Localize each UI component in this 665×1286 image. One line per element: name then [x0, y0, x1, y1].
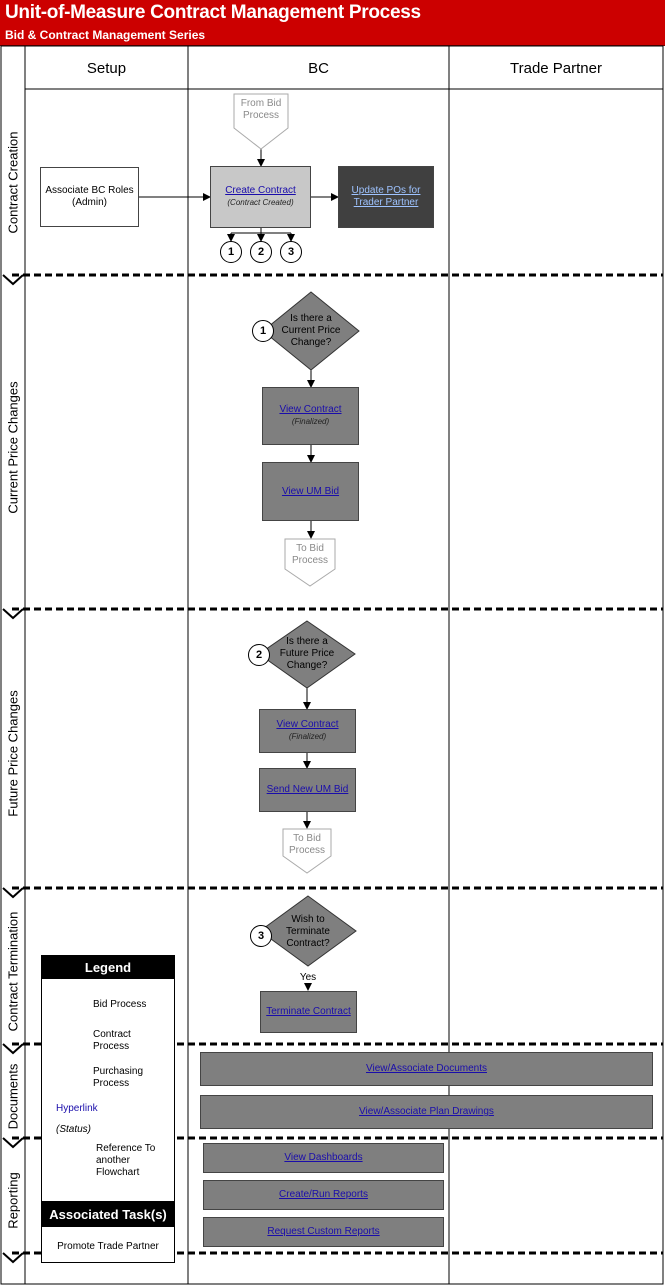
- request-custom-reports-box: Request Custom Reports: [203, 1217, 444, 1247]
- associated-tasks-title: Associated Task(s): [41, 1201, 175, 1227]
- view-contract-current-box: View Contract (Finalized): [262, 387, 359, 445]
- legend-purchasing-process-label: Purchasing Process: [93, 1066, 144, 1089]
- legend-reference-label: Reference To another Flowchart: [96, 1143, 156, 1178]
- view-um-bid-box: View UM Bid: [262, 462, 359, 521]
- title-bar: Unit-of-Measure Contract Management Proc…: [0, 0, 665, 46]
- create-run-reports-link[interactable]: Create/Run Reports: [279, 1189, 368, 1200]
- legend-status-label: (Status): [56, 1124, 92, 1135]
- send-new-um-bid-box: Send New UM Bid: [259, 768, 356, 812]
- view-contract-current-status: (Finalized): [291, 417, 330, 426]
- reference-circle-2: 2: [250, 241, 272, 263]
- page-title: Unit-of-Measure Contract Management Proc…: [5, 2, 421, 23]
- view-dashboards-link[interactable]: View Dashboards: [284, 1152, 363, 1163]
- create-contract-box: Create Contract (Contract Created): [210, 166, 311, 228]
- associate-documents-box: View/Associate Documents: [200, 1052, 653, 1086]
- terminate-contract-box: Terminate Contract: [260, 991, 357, 1033]
- lane-label-future-price-changes: Future Price Changes: [5, 690, 21, 817]
- create-contract-status: (Contract Created): [227, 198, 294, 207]
- column-header-bc: BC: [308, 59, 329, 77]
- update-pos-link[interactable]: Update POs for Trader Partner: [351, 185, 421, 208]
- terminate-contract-link[interactable]: Terminate Contract: [266, 1006, 351, 1017]
- lane-label-documents: Documents: [5, 1063, 21, 1129]
- lane-label-current-price-changes: Current Price Changes: [5, 380, 21, 514]
- termination-decision: Wish to Terminate Contract?: [286, 914, 330, 949]
- view-contract-future-link[interactable]: View Contract: [276, 719, 339, 730]
- view-contract-future-box: View Contract (Finalized): [259, 709, 356, 753]
- legend-contract-process-label: Contract Process: [93, 1029, 131, 1052]
- legend-bid-process-label: Bid Process: [93, 999, 147, 1010]
- to-bid-process-reference-future: To Bid Process: [288, 833, 326, 856]
- legend-hyperlink-label: Hyperlink: [56, 1103, 98, 1114]
- reference-circle-1: 1: [220, 241, 242, 263]
- create-run-reports-box: Create/Run Reports: [203, 1180, 444, 1210]
- associate-documents-link[interactable]: View/Associate Documents: [366, 1063, 487, 1074]
- create-contract-link[interactable]: Create Contract: [225, 185, 296, 196]
- termination-ref-circle: 3: [250, 925, 272, 947]
- view-contract-current-link[interactable]: View Contract: [279, 404, 342, 415]
- send-new-um-bid-link[interactable]: Send New UM Bid: [266, 784, 349, 795]
- associate-plan-drawings-link[interactable]: View/Associate Plan Drawings: [359, 1106, 494, 1117]
- legend-title: Legend: [41, 955, 175, 979]
- lane-label-contract-creation: Contract Creation: [5, 131, 21, 233]
- view-um-bid-link[interactable]: View UM Bid: [281, 485, 340, 497]
- associated-task-promote-trade-partner: Promote Trade Partner: [57, 1241, 159, 1252]
- request-custom-reports-link[interactable]: Request Custom Reports: [267, 1226, 380, 1237]
- update-pos-box: Update POs for Trader Partner: [338, 166, 434, 228]
- future-price-ref-circle: 2: [248, 644, 270, 666]
- column-header-setup: Setup: [86, 59, 127, 77]
- page-subtitle: Bid & Contract Management Series: [5, 28, 206, 42]
- associate-plan-drawings-box: View/Associate Plan Drawings: [200, 1095, 653, 1129]
- future-price-decision: Is there a Future Price Change?: [279, 636, 335, 671]
- lane-label-reporting: Reporting: [5, 1172, 21, 1229]
- to-bid-process-reference-current: To Bid Process: [291, 543, 329, 566]
- from-bid-process-reference: From Bid Process: [240, 98, 282, 121]
- view-dashboards-box: View Dashboards: [203, 1143, 444, 1173]
- current-price-ref-circle: 1: [252, 320, 274, 342]
- lane-label-contract-termination: Contract Termination: [5, 911, 21, 1031]
- associate-bc-roles-box: Associate BC Roles (Admin): [40, 167, 139, 227]
- column-header-trade-partner: Trade Partner: [510, 59, 602, 77]
- view-contract-future-status: (Finalized): [288, 732, 327, 741]
- reference-circle-3: 3: [280, 241, 302, 263]
- current-price-decision: Is there a Current Price Change?: [281, 313, 341, 348]
- yes-label: Yes: [299, 972, 317, 983]
